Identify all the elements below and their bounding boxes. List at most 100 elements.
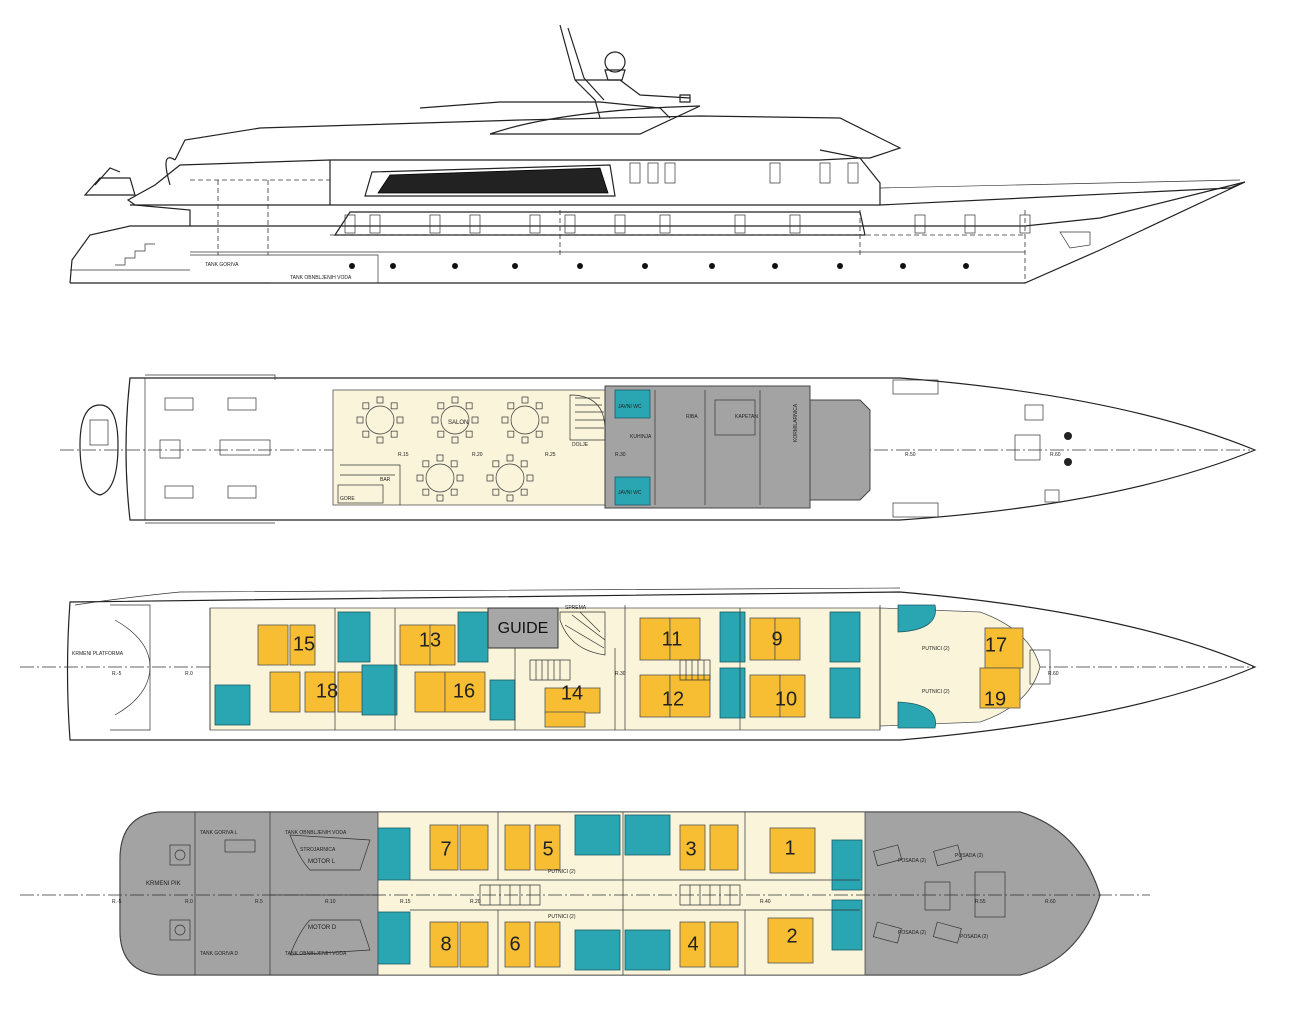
wc-bottom-label: JAVNI WC (618, 490, 642, 496)
kitchen-label: KUHINJA (630, 434, 652, 440)
porthole (390, 263, 396, 269)
cabin-number: 7 (440, 838, 451, 860)
cabin-number: 15 (293, 633, 315, 655)
cabin-number: 13 (419, 629, 441, 651)
main-frame-0: R.0 (185, 671, 193, 677)
upper-frame-25: R.25 (545, 452, 556, 458)
galley-area (604, 385, 811, 509)
main-passengers-top: PUTNICI (2) (922, 646, 950, 652)
guide-label: GUIDE (498, 620, 549, 637)
up-label: GORE (340, 496, 355, 502)
porthole (709, 263, 715, 269)
upper-frame-20: R.20 (472, 452, 483, 458)
cabin-number: 3 (685, 838, 696, 860)
lower-deck-plan: TANK GORIVA L TANK GORIVA D TANK OBNBLJE… (20, 811, 1150, 976)
crew-label-2: POSADA (2) (955, 853, 983, 859)
side-profile: TANK GORIVA TANK OBNBLJENIH VODA (69, 24, 1246, 284)
upper-deck-plan: JAVNI WC JAVNI WC DOLJE KUHINJA RIBA KAP… (60, 374, 1257, 524)
salon-table (501, 396, 549, 444)
main-deck-plan: KRMENI PLATFORMA (20, 587, 1257, 741)
main-frame-30: R.30 (615, 671, 626, 677)
cabin-number: 19 (984, 688, 1006, 710)
salon-table (416, 454, 464, 502)
water-tank-bottom-label: TANK OBNBLJENIH VODA (285, 951, 347, 957)
lower-frame-55: R.55 (975, 899, 986, 905)
upper-frame-50: R.50 (905, 452, 916, 458)
cabin-number: 4 (687, 933, 698, 955)
lower-passengers-top: PUTNICI (2) (548, 869, 576, 875)
porthole (772, 263, 778, 269)
lower-frame-m5: R.-5 (112, 899, 122, 905)
bridge-area (809, 399, 871, 501)
crew-label-4: POSADA (2) (960, 934, 988, 940)
upper-frame-60: R.60 (1050, 452, 1061, 458)
cabin-number: 14 (561, 682, 583, 704)
fish-label: RIBA (686, 414, 698, 420)
cabin-number: 8 (440, 933, 451, 955)
lower-frame-40: R.40 (760, 899, 771, 905)
cabin-number: 16 (453, 680, 475, 702)
wc-top-label: JAVNI WC (618, 404, 642, 410)
engine-room-label: STROJARNICA (300, 847, 336, 853)
cabin-number: 18 (316, 680, 338, 702)
main-frame-60: R.60 (1048, 671, 1059, 677)
porthole (512, 263, 518, 269)
cabin-number: 10 (775, 688, 797, 710)
profile-fuel-tank-label: TANK GORIVA (205, 262, 239, 268)
lower-frame-15: R.15 (400, 899, 411, 905)
salon-tables (356, 396, 549, 502)
cabin-number: 1 (784, 837, 795, 859)
guide-room (487, 607, 559, 649)
cabin-number: 12 (662, 688, 684, 710)
lower-frame-20: R.20 (470, 899, 481, 905)
upper-frame-15: R.15 (398, 452, 409, 458)
porthole (963, 263, 969, 269)
bridge-label: KORMILARNICA (793, 403, 799, 442)
cabin-number: 9 (771, 628, 782, 650)
profile-water-tank-label: TANK OBNBLJENIH VODA (290, 275, 352, 281)
upper-wc-top (614, 389, 651, 419)
lower-frame-60: R.60 (1045, 899, 1056, 905)
profile-doors (344, 162, 1031, 234)
cabin-number: 6 (509, 933, 520, 955)
cabin-number: 2 (786, 925, 797, 947)
main-passengers-bottom: PUTNICI (2) (922, 689, 950, 695)
cabin-number: 5 (542, 838, 553, 860)
crew-area (864, 811, 1101, 976)
porthole (837, 263, 843, 269)
porthole (642, 263, 648, 269)
crew-label-3: POSADA (2) (898, 930, 926, 936)
lower-frame-10: R.10 (325, 899, 336, 905)
captain-label: KAPETAN (735, 414, 758, 420)
cabin-number: 11 (662, 628, 683, 650)
water-tank-top-label: TANK OBNBLJENIH VODA (285, 830, 347, 836)
fuel-tank-d-label: TANK GORIVA D (200, 951, 239, 957)
upper-frame-30: R.30 (615, 452, 626, 458)
down-label: DOLJE (572, 442, 589, 448)
profile-portholes (349, 263, 969, 269)
lower-passengers-bottom: PUTNICI (2) (548, 914, 576, 920)
crew-label-1: POSADA (2) (898, 858, 926, 864)
salon-table (431, 396, 479, 444)
fuel-tank-l-label: TANK GORIVA L (200, 830, 238, 836)
motor-d-label: MOTOR D (308, 925, 337, 931)
porthole (900, 263, 906, 269)
salon-label: SALON (448, 420, 468, 426)
cabin-number: 17 (985, 634, 1007, 656)
porthole (349, 263, 355, 269)
storage-label: SPREMA (565, 605, 587, 611)
lower-frame-0: R.0 (185, 899, 193, 905)
lower-frame-5: R.5 (255, 899, 263, 905)
aft-platform-label: KRMENI PLATFORMA (72, 651, 124, 657)
porthole (452, 263, 458, 269)
upper-wc-bottom (614, 476, 651, 506)
salon-table (356, 396, 404, 444)
porthole (577, 263, 583, 269)
motor-l-label: MOTOR L (308, 859, 336, 865)
aft-peak-label: KRMENI PIK (146, 881, 181, 887)
salon-table (486, 454, 534, 502)
main-frame-m5: R.-5 (112, 671, 122, 677)
bar-label: BAR (380, 477, 391, 483)
